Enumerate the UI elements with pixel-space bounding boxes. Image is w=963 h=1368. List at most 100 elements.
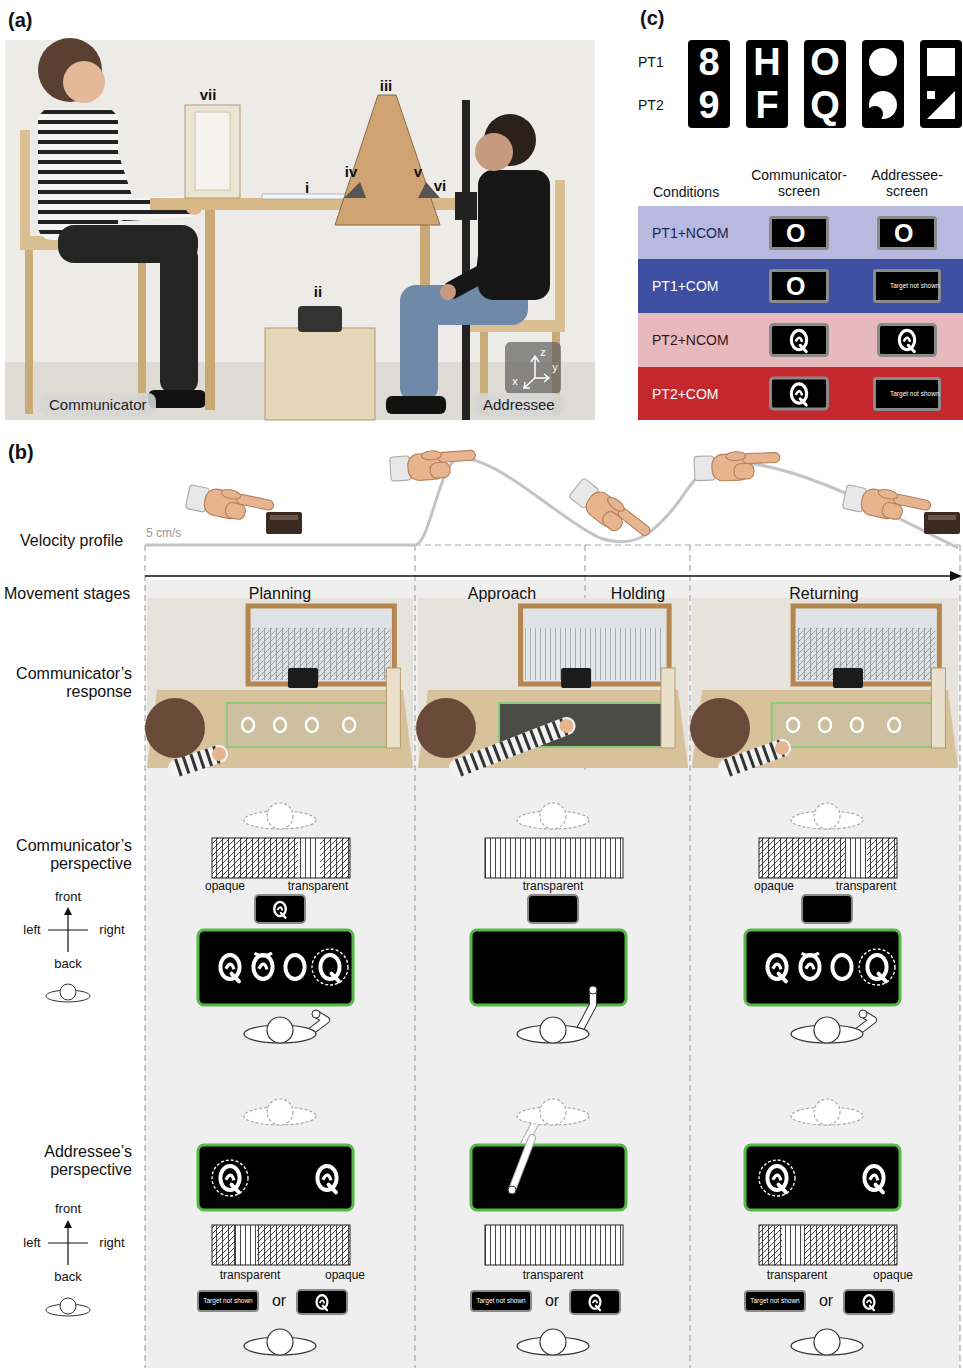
hand-illustration [389,448,477,483]
stage-divider [960,545,961,1368]
photo-glyph [819,718,831,732]
panel-letter: (c) [640,7,664,30]
glyph-curl [796,338,802,342]
head [540,1017,566,1043]
glyph-flourish [802,953,819,956]
glyph-ring [285,955,304,979]
time-axis [145,575,952,577]
partition [335,95,440,225]
glyph-ring [220,1166,239,1190]
partition-bar [485,1225,623,1265]
target-highlight [312,949,348,985]
chair-back [20,130,30,242]
partition-outline [759,1225,897,1265]
stage-label: Holding [611,585,665,603]
glyph-tail [876,1185,884,1193]
glyph-curl [226,964,234,969]
opaque-segment [804,1225,897,1265]
part-numeral: iv [345,163,358,180]
glyph-character: 8 [688,43,730,81]
glyph-curl [796,391,802,395]
axis-letter: x [512,375,518,388]
partition-label: opaque [754,880,794,894]
node-text: O [786,220,805,245]
row-label: Communicator’s response [4,665,132,702]
target-glyph [899,330,914,351]
tablet-screen [297,1290,347,1314]
person-top-view [791,1329,863,1355]
glyph-ring [800,955,819,979]
velocity-curve [145,458,958,548]
panel-letter: (a) [8,9,32,32]
axis-arrow [531,356,539,378]
target-glyph [317,1166,336,1192]
compass-person-head [60,984,76,1000]
glyph-ring [767,955,786,979]
glyph-tail [332,974,340,982]
hand-illustration [568,475,653,550]
axis-arrow [524,378,535,388]
thumb [726,451,746,460]
head [540,1099,566,1125]
glyph-character: F [746,86,788,124]
head [814,803,840,829]
glyph-curl [226,1175,234,1180]
head [814,1017,840,1043]
glyph-tile [920,40,962,128]
person-top-view [791,1017,863,1043]
direction-label: left [23,1236,40,1251]
glyph-tail [329,1185,337,1193]
glyph-tile: HF [746,40,788,128]
fingertip [508,1186,516,1194]
chair-leg [138,249,146,414]
target-highlight [759,1160,795,1196]
head [267,1017,293,1043]
node-text: Addressee [483,396,555,413]
table-header: Communicator- screen [743,167,855,199]
glyph-ring [832,955,851,979]
row-label: Movement stages [4,585,130,603]
compass-axis [48,910,88,952]
button-top [928,515,956,520]
chin-rest-clamp [455,192,477,220]
opaque-segment [759,838,845,878]
photo-communicator-head [416,698,476,758]
tablet-screen [570,1290,620,1314]
condition-name: PT1+NCOM [652,225,729,241]
arm-fill [578,990,593,1033]
compass-axis [48,1223,88,1265]
target-glyph [285,955,304,979]
panel-letter: (b) [8,441,34,464]
addressee-face [475,133,513,171]
chair-back [555,180,565,330]
partition-outline [485,1225,623,1265]
glyph-tail [908,345,914,351]
person-top-view [244,1017,316,1043]
glyph-ring [590,1295,601,1309]
glyph-ring [899,330,914,349]
stage-divider [415,545,416,1368]
target-glyph [274,902,286,918]
axis-arrow [535,374,549,382]
thumb [421,450,441,460]
glyph-tail [232,1185,240,1193]
glyph-ring [220,955,239,979]
bite [867,106,883,122]
compass-arrow [64,907,72,915]
direction-label: back [54,957,81,972]
target-glyph [590,1295,601,1310]
stage-label: Planning [249,585,311,603]
partition-bar [759,838,897,878]
part-numeral: ii [314,283,322,300]
photo-tablet [561,668,591,688]
arm-fill [512,1138,532,1190]
head [814,1099,840,1125]
photo-tablet [288,668,318,688]
wall [5,40,595,420]
conjunction: or [545,1292,559,1310]
photo-hand [775,741,789,755]
partition-label: transparent [288,880,349,894]
glyph-curl [277,907,282,910]
condition-name: PT1+COM [652,278,719,294]
condition-row: PT2+COMTarget not shown [638,367,963,420]
